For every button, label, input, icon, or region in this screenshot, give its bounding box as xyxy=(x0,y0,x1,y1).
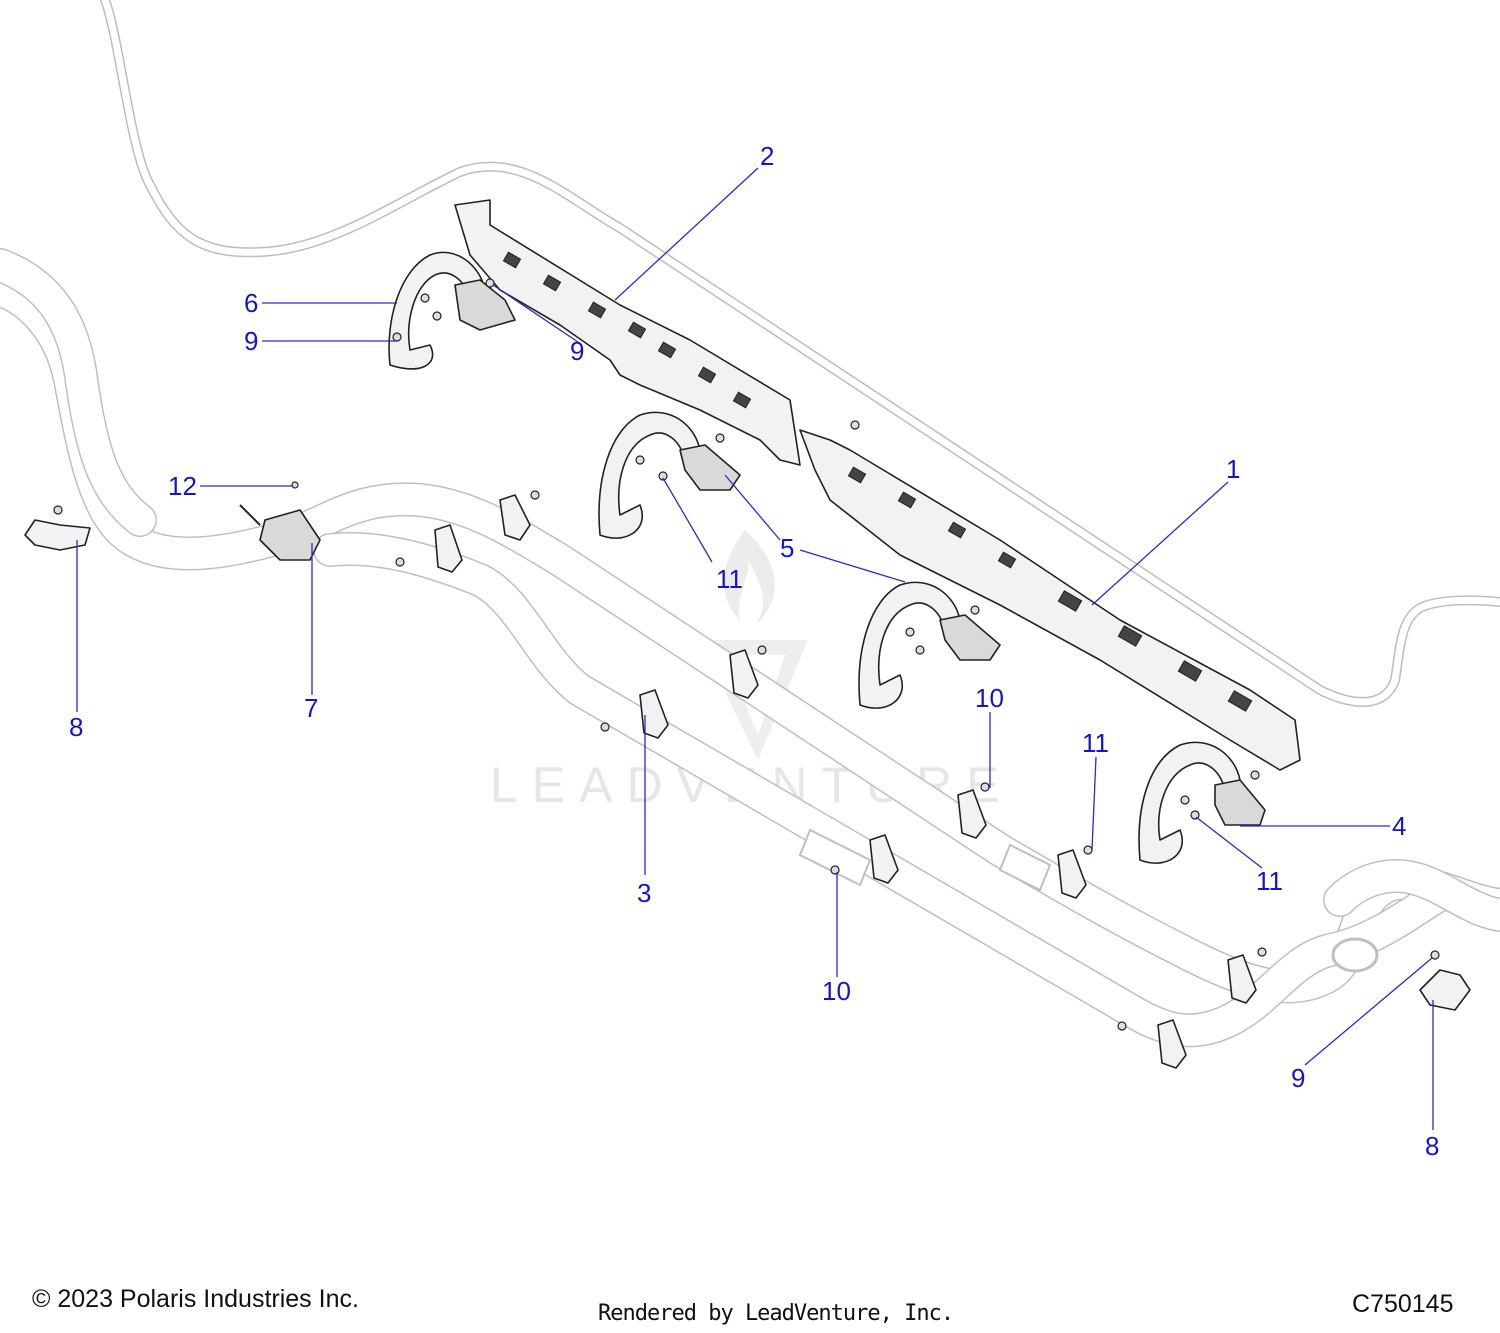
tube-clamps xyxy=(434,494,1257,1069)
leader-2 xyxy=(614,167,759,301)
leader-11-right xyxy=(1091,756,1097,851)
callout-2: 2 xyxy=(760,141,774,171)
leader-5a xyxy=(724,474,781,541)
hanger-bracket-5b xyxy=(858,581,1001,709)
callout-7: 7 xyxy=(304,693,318,723)
callout-10-bottom: 10 xyxy=(822,976,851,1006)
leader-11-lower xyxy=(1195,816,1263,869)
callout-8-left: 8 xyxy=(69,712,83,742)
callout-5: 5 xyxy=(780,533,794,563)
callout-9-bottom: 9 xyxy=(1291,1063,1305,1093)
callout-11-lower: 11 xyxy=(1256,866,1283,896)
callout-9-left: 9 xyxy=(244,326,258,356)
fasteners xyxy=(53,278,1440,1031)
callout-10-right: 10 xyxy=(975,683,1004,713)
hanger-bracket-4 xyxy=(1138,741,1266,864)
frame-rail-front xyxy=(454,199,801,466)
leader-5b xyxy=(799,549,906,583)
leader-11-center xyxy=(662,477,713,563)
hanger-bracket-6 xyxy=(388,251,516,370)
mount-bracket-8-right xyxy=(1419,969,1471,1011)
callout-9-top: 9 xyxy=(570,336,584,366)
callout-3: 3 xyxy=(637,878,651,908)
copyright-notice: © 2023 Polaris Industries Inc. xyxy=(32,1285,359,1313)
callout-4: 4 xyxy=(1392,811,1406,841)
watermark-flame-icon xyxy=(723,530,775,625)
hanger-bracket-5a xyxy=(598,411,741,539)
callout-1: 1 xyxy=(1226,454,1240,484)
figure-code: C750145 xyxy=(1352,1290,1454,1318)
leader-lines xyxy=(76,167,1434,1130)
callout-12: 12 xyxy=(168,471,197,501)
tube-end-cap xyxy=(1331,937,1379,973)
callout-11-right: 11 xyxy=(1082,728,1109,758)
callout-11-center: 11 xyxy=(716,564,743,594)
leader-9-bottom xyxy=(1304,957,1433,1066)
callout-8-right: 8 xyxy=(1425,1131,1439,1161)
rendered-by-credit: Rendered by LeadVenture, Inc. xyxy=(598,1301,954,1326)
callout-labels: 1 2 3 4 5 6 7 8 8 9 9 9 10 10 11 11 11 1… xyxy=(69,141,1439,1161)
tube-coupler-7 xyxy=(239,504,321,561)
mount-bracket-8-left xyxy=(24,519,91,551)
frame-rail-rear xyxy=(799,429,1301,771)
leader-9-top xyxy=(492,284,579,343)
callout-6: 6 xyxy=(244,288,258,318)
upper-hose xyxy=(100,0,1500,707)
leader-1 xyxy=(1091,481,1229,606)
